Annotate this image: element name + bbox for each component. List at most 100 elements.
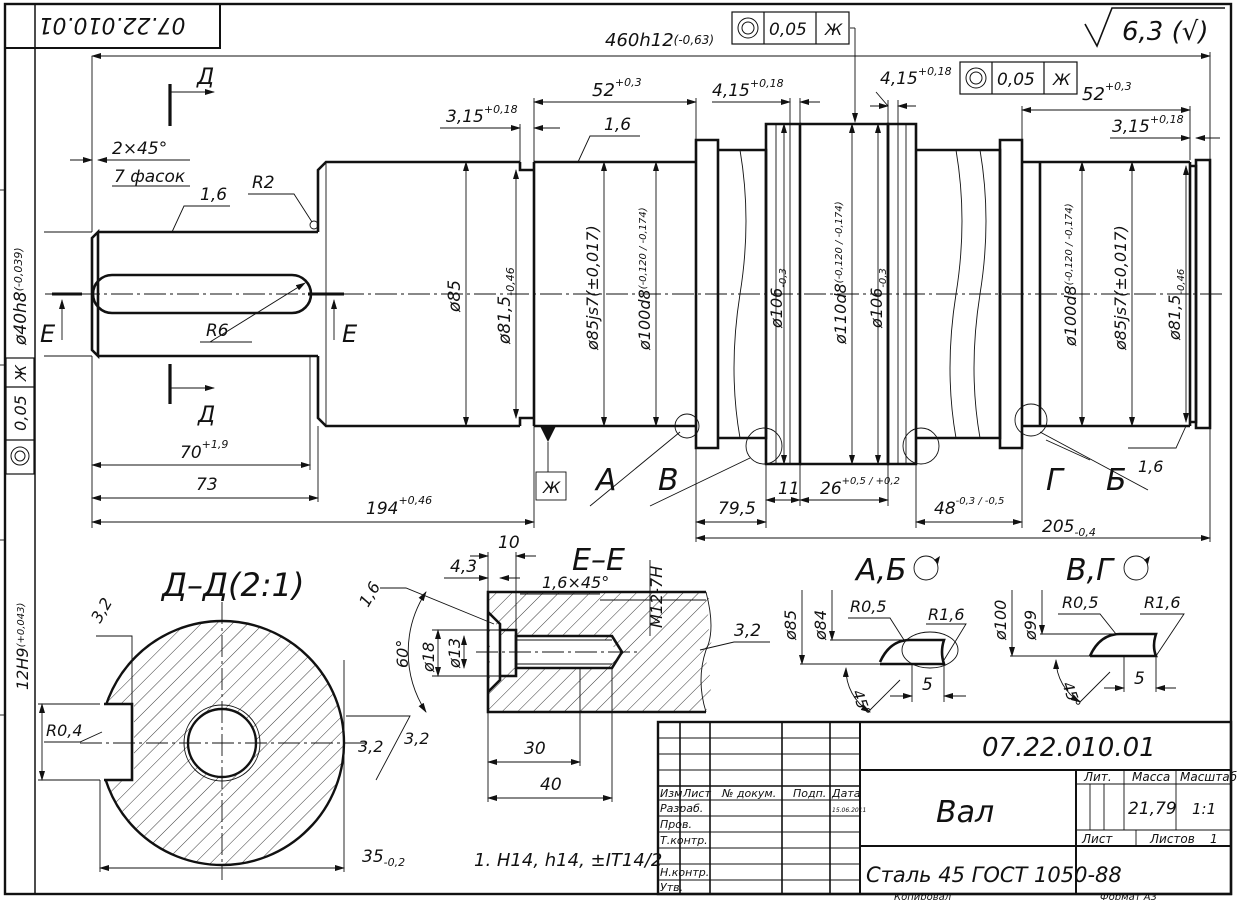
svg-text:Е: Е bbox=[342, 320, 358, 348]
svg-text:6,3 (√): 6,3 (√) bbox=[1122, 17, 1208, 47]
svg-text:А: А bbox=[594, 463, 617, 498]
detail-ab: А,Б ø85 ø84 R0,5 R1,6 45° 5 bbox=[781, 553, 967, 718]
svg-text:3,15+0,18: 3,15+0,18 bbox=[446, 103, 518, 127]
svg-text:ø110d8(-0,120 / -0,174): ø110d8(-0,120 / -0,174) bbox=[831, 201, 850, 345]
svg-text:ø40h8(-0,039): ø40h8(-0,039) bbox=[11, 247, 31, 346]
svg-text:Масса: Масса bbox=[1132, 770, 1170, 784]
svg-text:ø81,5-0,46: ø81,5-0,46 bbox=[495, 267, 517, 345]
technical-note: 1. H14, h14, ±IT14/2 bbox=[474, 850, 662, 871]
svg-text:3,2: 3,2 bbox=[358, 737, 383, 756]
general-roughness: 6,3 (√) bbox=[1084, 7, 1225, 48]
svg-text:R0,5: R0,5 bbox=[850, 597, 887, 616]
svg-text:Утв.: Утв. bbox=[660, 881, 683, 894]
svg-text:5: 5 bbox=[922, 675, 933, 695]
svg-text:4,3: 4,3 bbox=[450, 557, 477, 577]
stamp-name: Вал bbox=[936, 795, 994, 830]
svg-text:60°: 60° bbox=[393, 640, 412, 668]
runout-frame-left: 0,05 Ж bbox=[5, 357, 35, 475]
main-dimensions: 460h12(-0,63) 52+0,3 52+0,3 3,15+0,18 3,… bbox=[11, 30, 1220, 542]
svg-text:Б: Б bbox=[1106, 463, 1127, 498]
svg-text:3,2: 3,2 bbox=[404, 729, 429, 748]
svg-text:Д: Д bbox=[196, 65, 214, 90]
svg-text:R0,4: R0,4 bbox=[46, 721, 83, 740]
svg-text:45°: 45° bbox=[848, 687, 874, 718]
section-dd: Д–Д(2:1) 12H9(+0,043) R0,4 3,2 3,2 3,2 3… bbox=[13, 566, 429, 880]
stamp-designation: 07.22.010.01 bbox=[982, 733, 1156, 763]
corner-code: 07.22.010.01 bbox=[39, 12, 186, 37]
svg-text:48-0,3 / -0,5: 48-0,3 / -0,5 bbox=[934, 496, 1004, 519]
svg-text:ø100d8(-0,120 / -0,174): ø100d8(-0,120 / -0,174) bbox=[635, 207, 654, 351]
svg-text:Разраб.: Разраб. bbox=[660, 802, 703, 815]
svg-text:205-0,4: 205-0,4 bbox=[1042, 517, 1096, 539]
svg-text:5: 5 bbox=[1134, 669, 1145, 689]
svg-text:ø84: ø84 bbox=[811, 610, 830, 641]
svg-text:4,15+0,18: 4,15+0,18 bbox=[880, 65, 952, 89]
svg-text:1: 1 bbox=[1210, 832, 1218, 846]
stamp-material: Сталь 45 ГОСТ 1050-88 bbox=[866, 863, 1122, 887]
svg-text:Ж: Ж bbox=[542, 478, 561, 497]
runout-frame-top: 0,05 Ж bbox=[731, 11, 858, 123]
svg-text:R0,5: R0,5 bbox=[1062, 593, 1099, 612]
svg-text:2×45°: 2×45° bbox=[112, 139, 167, 159]
svg-text:52+0,3: 52+0,3 bbox=[1082, 80, 1132, 105]
svg-text:10: 10 bbox=[498, 533, 520, 553]
title-block: Изм Лист № докум. Подп. Дата Разраб. 15.… bbox=[656, 720, 1237, 896]
svg-text:Ж: Ж bbox=[1052, 70, 1071, 89]
svg-text:45°: 45° bbox=[1058, 679, 1084, 710]
svg-text:Лит.: Лит. bbox=[1083, 770, 1112, 784]
svg-text:ø85js7(±0,017): ø85js7(±0,017) bbox=[583, 225, 602, 351]
svg-text:40: 40 bbox=[540, 775, 562, 795]
svg-text:ø100: ø100 bbox=[991, 600, 1010, 641]
svg-text:Копировал: Копировал bbox=[894, 892, 952, 900]
svg-text:ø100d8(-0,120 / -0,174): ø100d8(-0,120 / -0,174) bbox=[1061, 203, 1080, 347]
svg-text:R1,6: R1,6 bbox=[1144, 593, 1181, 612]
svg-text:Е: Е bbox=[40, 320, 56, 348]
svg-text:Подп.: Подп. bbox=[793, 787, 826, 800]
svg-text:1,6×45°: 1,6×45° bbox=[542, 573, 609, 592]
detail-vg: В,Г ø100 ø99 R0,5 R1,6 45° 5 bbox=[991, 553, 1185, 710]
svg-text:R1,6: R1,6 bbox=[928, 605, 965, 624]
svg-text:1,6: 1,6 bbox=[200, 185, 227, 205]
svg-text:1:1: 1:1 bbox=[1192, 800, 1216, 818]
svg-text:В,Г: В,Г bbox=[1066, 553, 1115, 588]
svg-text:Д: Д bbox=[197, 403, 215, 428]
svg-text:35-0,2: 35-0,2 bbox=[362, 847, 405, 869]
svg-text:R2: R2 bbox=[252, 173, 275, 193]
svg-text:Т.контр.: Т.контр. bbox=[660, 834, 708, 847]
svg-text:Е–Е: Е–Е bbox=[572, 543, 625, 578]
svg-text:3,2: 3,2 bbox=[87, 594, 116, 626]
svg-text:79,5: 79,5 bbox=[718, 499, 756, 519]
svg-text:30: 30 bbox=[524, 739, 546, 759]
section-ee: Е–Е 10 4,3 1,6×45° M12-7H 3,2 1,6 60° ø1… bbox=[355, 533, 770, 802]
svg-text:15.06.2011: 15.06.2011 bbox=[832, 807, 866, 814]
svg-text:ø81,5-0,46: ø81,5-0,46 bbox=[1165, 269, 1187, 341]
svg-text:ø106-0,3: ø106-0,3 bbox=[867, 268, 889, 329]
svg-text:Изм: Изм bbox=[660, 787, 682, 800]
svg-text:ø85: ø85 bbox=[445, 280, 465, 313]
svg-text:Ж: Ж bbox=[824, 20, 843, 39]
svg-text:0,05: 0,05 bbox=[769, 20, 807, 40]
svg-text:Д–Д(2:1): Д–Д(2:1) bbox=[160, 566, 304, 604]
svg-text:ø85js7(±0,017): ø85js7(±0,017) bbox=[1111, 225, 1130, 351]
svg-text:3,2: 3,2 bbox=[734, 621, 761, 641]
svg-text:1,6: 1,6 bbox=[355, 578, 384, 610]
svg-text:ø85: ø85 bbox=[781, 610, 800, 641]
svg-text:Дата: Дата bbox=[831, 787, 861, 800]
svg-text:№ докум.: № докум. bbox=[721, 787, 776, 800]
shaft-main-view: Ж Д Д Е Е А В Г Б bbox=[40, 65, 1222, 507]
svg-text:52+0,3: 52+0,3 bbox=[592, 76, 642, 101]
svg-text:Н.контр.: Н.контр. bbox=[660, 866, 709, 879]
left-margin-marks bbox=[0, 189, 5, 716]
svg-text:11: 11 bbox=[778, 479, 800, 499]
svg-text:7 фасок: 7 фасок bbox=[114, 167, 186, 187]
svg-text:Формат А3: Формат А3 bbox=[1100, 892, 1157, 900]
svg-text:1,6: 1,6 bbox=[1138, 457, 1163, 476]
svg-text:4,15+0,18: 4,15+0,18 bbox=[712, 77, 784, 101]
svg-text:Ж: Ж bbox=[12, 364, 30, 382]
corner-code-box bbox=[4, 3, 221, 49]
svg-text:Лист: Лист bbox=[682, 787, 711, 800]
svg-text:ø99: ø99 bbox=[1021, 610, 1040, 641]
sheet-frame bbox=[3, 2, 1233, 896]
svg-text:0,05: 0,05 bbox=[11, 395, 30, 431]
